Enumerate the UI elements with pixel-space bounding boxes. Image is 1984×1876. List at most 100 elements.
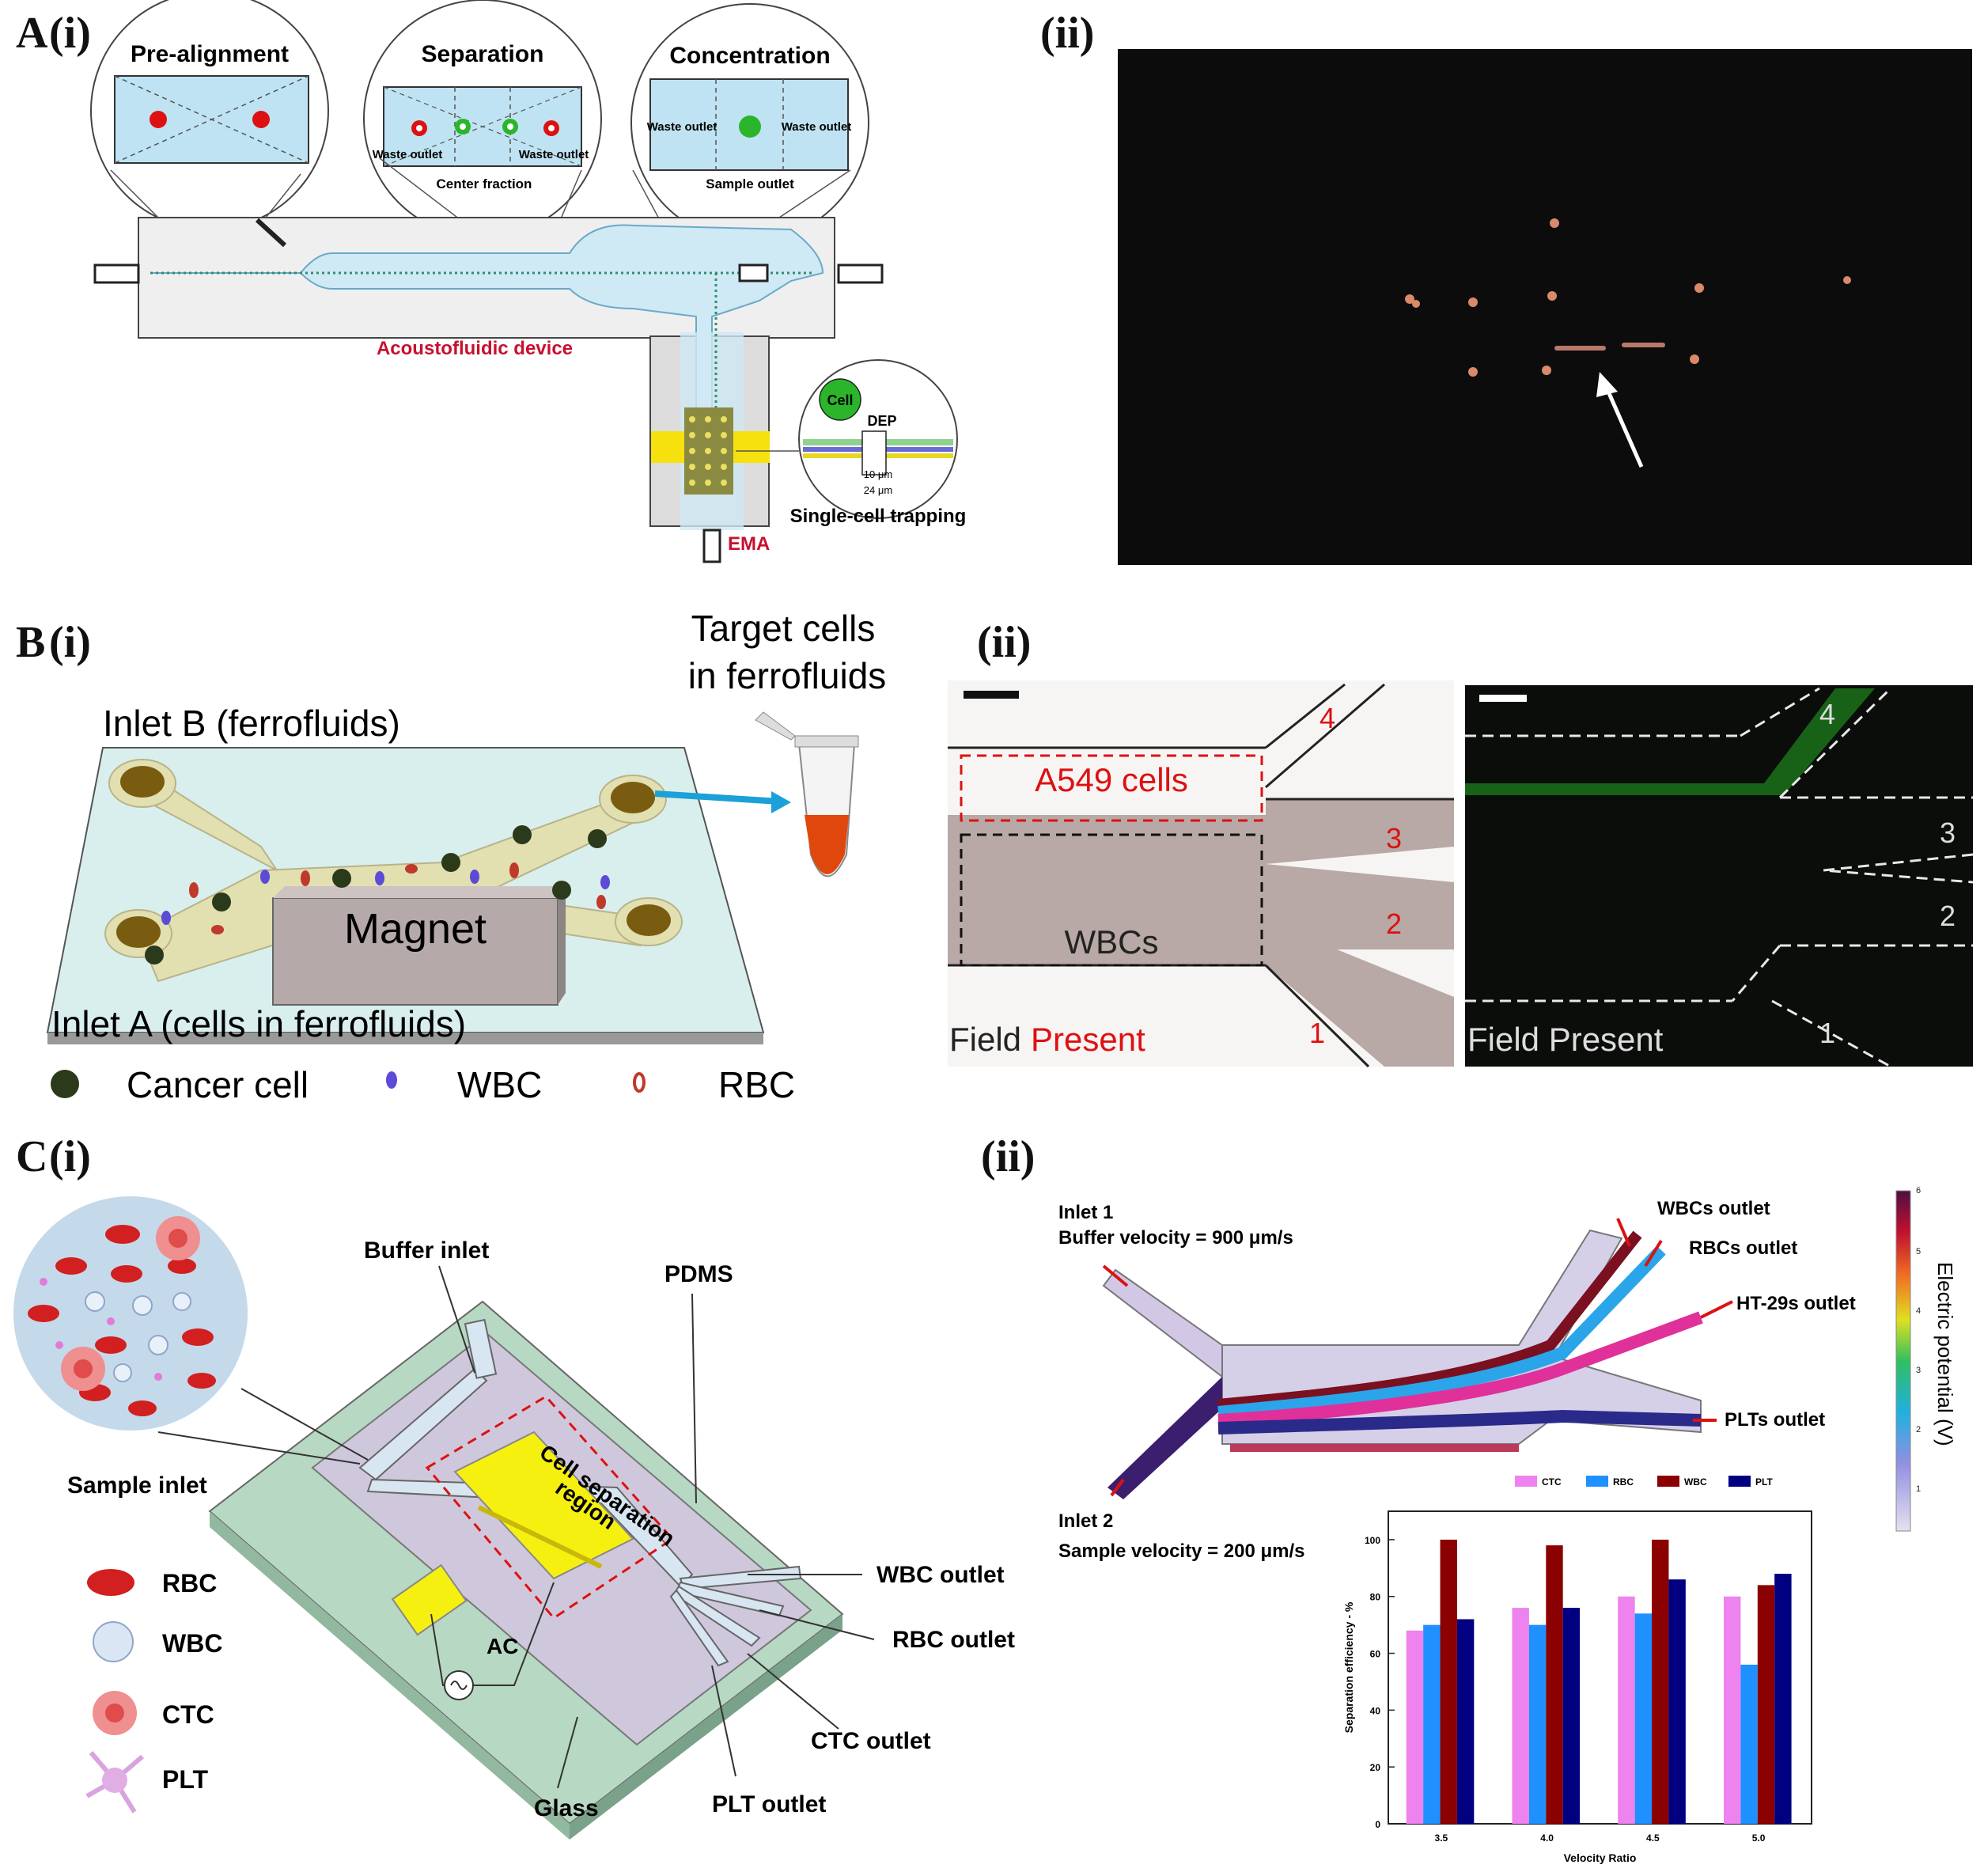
c-i-callouts xyxy=(157,1265,875,1789)
legend-swatch-plt xyxy=(1728,1476,1751,1487)
x-axis-label: Velocity Ratio xyxy=(1564,1851,1637,1864)
legend-rbc: RBC xyxy=(718,1064,795,1105)
rbc-icon xyxy=(633,1072,646,1093)
legend-swatch-ctc xyxy=(1515,1476,1537,1487)
fl-outlet-2: 2 xyxy=(1940,900,1956,932)
bf-outlet-4: 4 xyxy=(1320,702,1335,734)
sep-waste-outlet-right: Waste outlet xyxy=(519,148,589,161)
c-ii-labels: Inlet 1 Buffer velocity = 900 μm/s Inlet… xyxy=(1058,1198,1856,1562)
fl-outlet-3: 3 xyxy=(1940,817,1956,849)
legend-rbc-c: RBC xyxy=(162,1569,217,1597)
wbc-legend-icon xyxy=(93,1621,134,1662)
panel-a-ii-label: (ii) xyxy=(1040,9,1094,58)
legend-ctc-c: CTC xyxy=(162,1700,214,1729)
bar-ctc xyxy=(1723,1596,1741,1824)
bf-outlet-2: 2 xyxy=(1386,908,1402,940)
dim-10um: 10 μm xyxy=(864,468,892,480)
cbar-tick-1: 1 xyxy=(1916,1484,1921,1494)
bar-wbc xyxy=(1546,1545,1563,1824)
field-present-right: Field Present xyxy=(1467,1021,1664,1058)
cbar-tick-5: 5 xyxy=(1916,1247,1921,1256)
panel-c-label: C xyxy=(16,1132,47,1181)
cbar-tick-4: 4 xyxy=(1916,1306,1921,1316)
ctc-outlet-label: CTC outlet xyxy=(811,1728,931,1754)
bar-ctc xyxy=(1618,1596,1635,1824)
cbar-tick-3: 3 xyxy=(1916,1366,1921,1375)
legend-plt-c: PLT xyxy=(162,1765,209,1794)
bar-rbc xyxy=(1528,1624,1547,1824)
x-tick-label: 4.0 xyxy=(1540,1832,1554,1844)
panel-a-label: A xyxy=(16,9,48,58)
present-label: Present xyxy=(1031,1021,1145,1058)
sample-inlet-label: Sample inlet xyxy=(67,1472,207,1499)
y-axis-label: Separation efficiency - % xyxy=(1342,1601,1355,1733)
separation-zoom: Separation Waste outlet Waste outlet Cen… xyxy=(363,0,602,238)
simulation-channel xyxy=(1102,1218,1733,1499)
bar-ctc xyxy=(1512,1608,1529,1824)
pdms-label: PDMS xyxy=(664,1261,733,1287)
inlet-b-label: Inlet B (ferrofluids) xyxy=(103,703,400,744)
wbc-outlet-label: WBC outlet xyxy=(877,1562,1005,1588)
y-tick-label: 0 xyxy=(1375,1819,1380,1830)
panel-b-label: B xyxy=(16,618,45,667)
legend-wbc-c: WBC xyxy=(162,1629,222,1658)
acoustofluidic-device-label: Acoustofluidic device xyxy=(377,338,573,359)
panel-c-i-label: (i) xyxy=(49,1132,91,1181)
buffer-velocity-label: Buffer velocity = 900 μm/s xyxy=(1058,1227,1293,1249)
bar-wbc xyxy=(1757,1585,1775,1824)
bar-plt xyxy=(1562,1608,1581,1824)
concentration-zoom: Concentration Waste outlet Waste outlet … xyxy=(630,3,869,242)
bar-wbc xyxy=(1652,1539,1669,1824)
bar-ctc xyxy=(1406,1630,1424,1824)
wbcs-region-label: WBCs xyxy=(1065,923,1159,961)
inlet-a-label: Inlet A (cells in ferrofluids) xyxy=(51,1003,466,1044)
panel-c-ii-label: (ii) xyxy=(981,1132,1035,1181)
legend-wbc: WBC xyxy=(457,1064,542,1105)
a549-label: A549 cells xyxy=(1035,761,1188,798)
field-label: Field xyxy=(949,1021,1021,1058)
acoustofluidic-device: Acoustofluidic device EMA xyxy=(93,217,884,563)
b-ii-fluorescence: 4 3 2 1 Field Present xyxy=(1465,685,1974,1068)
inlet1-label: Inlet 1 xyxy=(1058,1202,1113,1223)
fl-outlet-4: 4 xyxy=(1819,698,1835,730)
b-legend: Cancer cell WBC RBC xyxy=(51,1064,795,1105)
panel-b-ii-label: (ii) xyxy=(977,618,1031,667)
bar-plt xyxy=(1774,1574,1792,1824)
sep-waste-outlet-left: Waste outlet xyxy=(373,148,443,161)
y-tick-label: 80 xyxy=(1370,1592,1381,1603)
legend-cancer-cell: Cancer cell xyxy=(127,1064,309,1105)
y-tick-label: 40 xyxy=(1370,1705,1381,1716)
bar-rbc xyxy=(1423,1624,1441,1824)
inlet2-label: Inlet 2 xyxy=(1058,1510,1113,1532)
legend-swatch-rbc xyxy=(1586,1476,1608,1487)
bf-outlet-3: 3 xyxy=(1386,822,1402,855)
x-tick-label: 5.0 xyxy=(1752,1832,1766,1844)
ema-label: EMA xyxy=(728,533,770,555)
conc-waste-outlet-right: Waste outlet xyxy=(782,120,852,134)
legend-label-plt: PLT xyxy=(1755,1476,1773,1488)
c-legend: RBC WBC CTC PLT xyxy=(85,1569,222,1813)
trapping-zoom: Cell DEP 10 μm 24 μm Single-cell trappin… xyxy=(736,359,966,527)
dim-24um: 24 μm xyxy=(864,484,892,496)
plts-outlet-label: PLTs outlet xyxy=(1725,1409,1825,1431)
y-tick-label: 60 xyxy=(1370,1649,1381,1660)
rbc-legend-icon xyxy=(87,1569,134,1596)
cbar-tick-2: 2 xyxy=(1916,1425,1921,1434)
panel-a-i-label: (i) xyxy=(49,9,91,58)
dep-chip: AC Cell separation region xyxy=(208,1300,844,1840)
conc-waste-outlet-left: Waste outlet xyxy=(647,120,717,134)
panel-b-i-label: (i) xyxy=(49,618,91,667)
b-ii-brightfield: A549 cells WBCs Field Present 4 3 2 1 xyxy=(948,680,1454,1068)
cbar-tick-top: 6 xyxy=(1916,1186,1921,1196)
prealignment-title: Pre-alignment xyxy=(131,41,289,67)
separation-title: Separation xyxy=(421,41,543,67)
fl-outlet-1: 1 xyxy=(1819,1017,1835,1049)
target-cells-line2: in ferrofluids xyxy=(688,655,887,696)
bar-plt xyxy=(1456,1619,1475,1824)
ac-label: AC xyxy=(487,1634,518,1658)
legend-swatch-wbc xyxy=(1657,1476,1679,1487)
rbcs-outlet-label: RBCs outlet xyxy=(1689,1237,1797,1259)
